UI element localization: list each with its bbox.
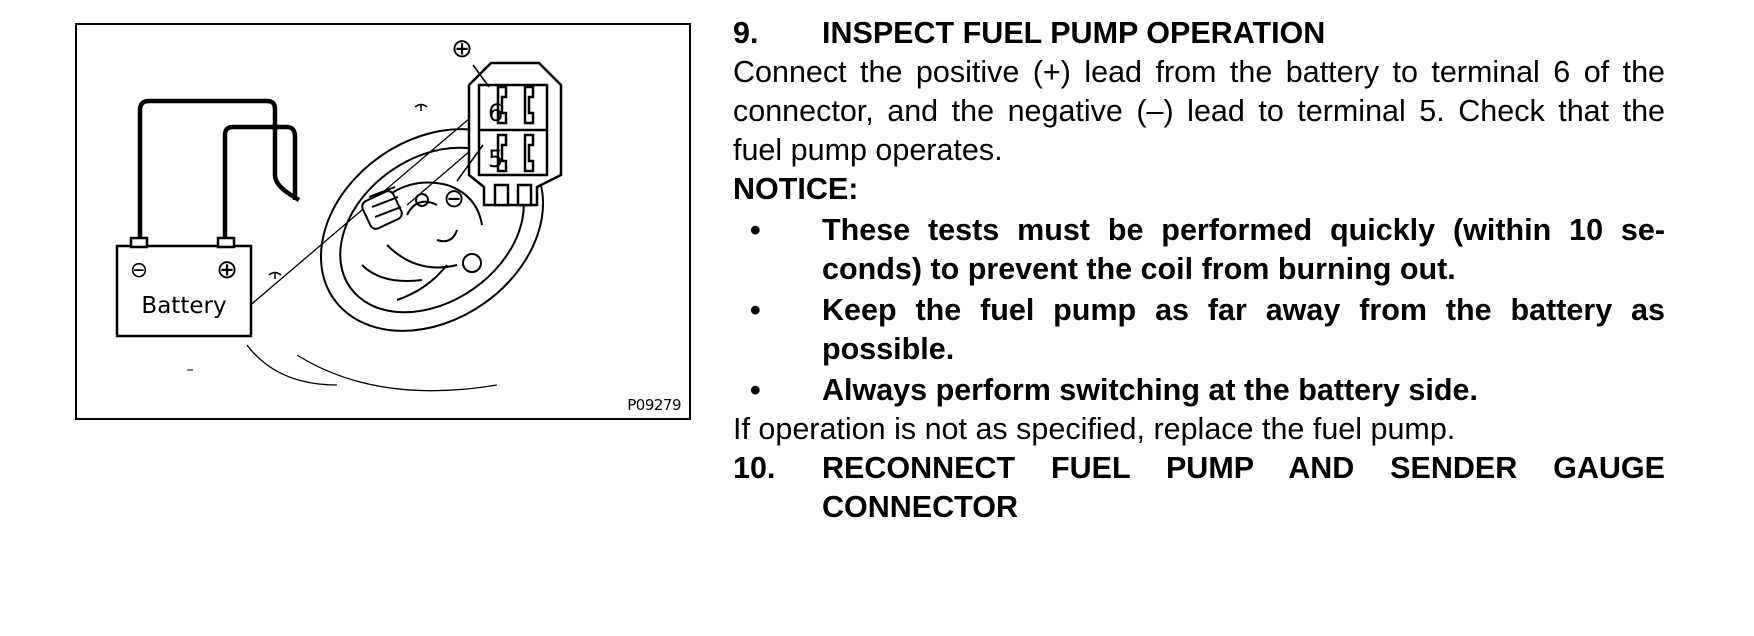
notice-item-text: These tests must be performed quickly (w…: [822, 213, 1665, 286]
battery-plus-icon: ⊕: [216, 255, 238, 285]
terminal-minus-icon: ⊖: [443, 184, 465, 214]
battery-minus-icon: ⊖: [130, 258, 148, 283]
fuel-pump-test-diagram: ⊖ ⊕ Battery 6 5 ⊕ ⊖: [115, 34, 563, 392]
procedure-text: 9. INSPECT FUEL PUMP OPERATION Connect t…: [733, 14, 1665, 527]
step-9-heading: 9. INSPECT FUEL PUMP OPERATION: [733, 14, 1665, 53]
arrow-marks: [268, 103, 428, 279]
step-9-title: INSPECT FUEL PUMP OPERATION: [822, 16, 1326, 50]
step-10-heading: 10. RECONNECT FUEL PUMP AND SENDER GAUGE…: [733, 449, 1665, 527]
step-9-number: 9.: [733, 16, 759, 50]
terminal-6-label: 6: [488, 99, 503, 127]
battery: [115, 236, 253, 338]
step-10-number: 10.: [733, 451, 776, 485]
notice-item-text: Keep the fuel pump as far away from the …: [822, 293, 1665, 366]
step-10-title: RECONNECT FUEL PUMP AND SENDER GAUGE CON…: [822, 451, 1665, 524]
four-pin-connector: [467, 61, 563, 207]
notice-item: • These tests must be performed quickly …: [733, 211, 1665, 289]
bullet-icon: •: [750, 373, 761, 407]
terminal-5-label: 5: [488, 145, 503, 173]
pump-connector-plug: [361, 186, 403, 230]
step-9-body: Connect the positive (+) lead from the b…: [733, 55, 1665, 167]
wiring-illustration: ⊖ ⊕ Battery 6 5 ⊕ ⊖ P09279: [75, 23, 691, 420]
followup-instruction: If operation is not as specified, replac…: [733, 412, 1456, 446]
notice-item: • Keep the fuel pump as far away from th…: [733, 291, 1665, 369]
battery-label: Battery: [141, 293, 226, 319]
bullet-icon: •: [750, 213, 761, 247]
polarity-leader-lines: [456, 64, 490, 182]
battery-leads: [137, 98, 301, 238]
terminal-plus-icon: ⊕: [451, 34, 473, 64]
figure-code: P09279: [627, 396, 681, 414]
notice-item-text: Always perform switching at the battery …: [822, 373, 1478, 407]
bullet-icon: •: [750, 293, 761, 327]
notice-label: NOTICE:: [733, 172, 859, 206]
notice-item: • Always perform switching at the batter…: [733, 371, 1665, 410]
